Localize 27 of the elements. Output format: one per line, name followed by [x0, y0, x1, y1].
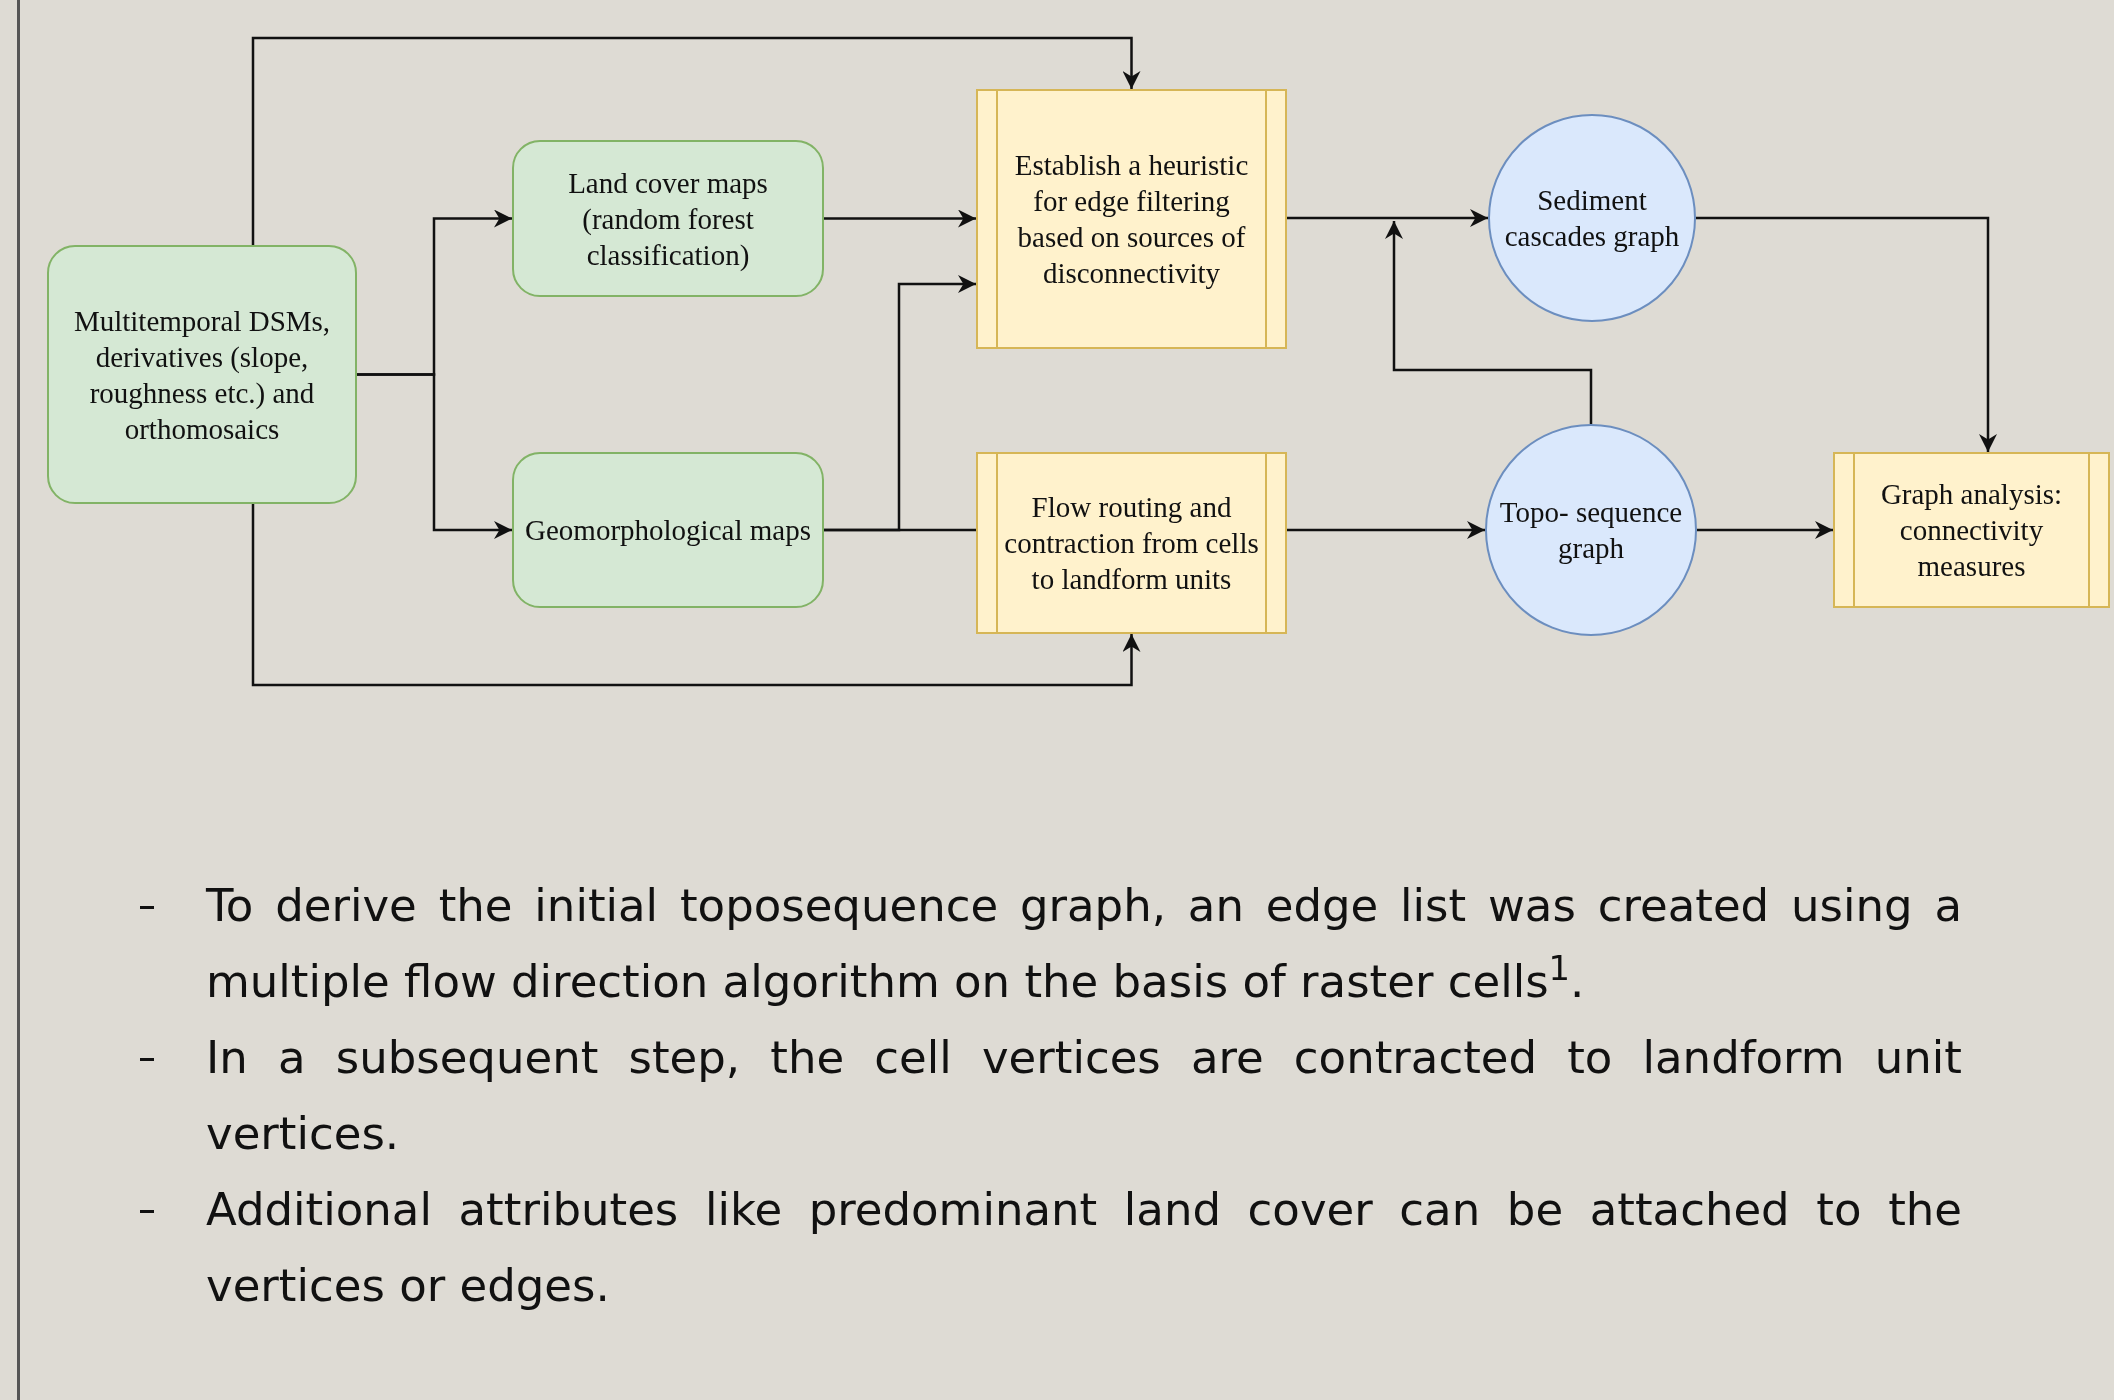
node-label: Sediment cascades graph [1503, 183, 1681, 254]
arrow [251, 504, 1141, 687]
arrow [357, 373, 512, 539]
arrow [1385, 221, 1593, 424]
node-label: Land cover maps (random forest classification) [567, 165, 769, 273]
bullet-text: Additional attributes like predominant land cover can be attached to the vertices or edges. [206, 1182, 1962, 1314]
node-label: Geomorphological maps [525, 513, 811, 548]
data-box [512, 452, 824, 608]
arrow [1287, 521, 1485, 539]
process-box [976, 452, 1287, 634]
process-box [976, 89, 1287, 349]
node-label: Flow routing and contraction from cells to landform units [1003, 490, 1260, 597]
arrow [251, 36, 1141, 245]
bullet-text: To derive the initial toposequence graph, an edge list was created using a multiple flow direction algorithm on the basis of raster cells$^{1}$. [206, 878, 1962, 1010]
data-box [47, 245, 357, 504]
connector-line [824, 528, 976, 532]
node-label: Graph analysis: connectivity measures [1879, 477, 2064, 584]
node-label: Multitemporal DSMs, derivatives (slope, roughness etc.) and orthomosaics [72, 303, 332, 447]
arrow [1287, 209, 1488, 227]
data-box [512, 140, 824, 297]
node-label: Establish a heuristic for edge filtering based on sources of disconnectivity [1013, 148, 1250, 291]
arrow [824, 209, 976, 228]
bullet-text: In a subsequent step, the cell vertices are contracted to landform unit vertices. [206, 1030, 1962, 1162]
arrow [1696, 216, 1997, 452]
process-box [1833, 452, 2110, 608]
arrow [1697, 521, 1833, 539]
node-label: Topo- sequence graph [1498, 495, 1684, 566]
